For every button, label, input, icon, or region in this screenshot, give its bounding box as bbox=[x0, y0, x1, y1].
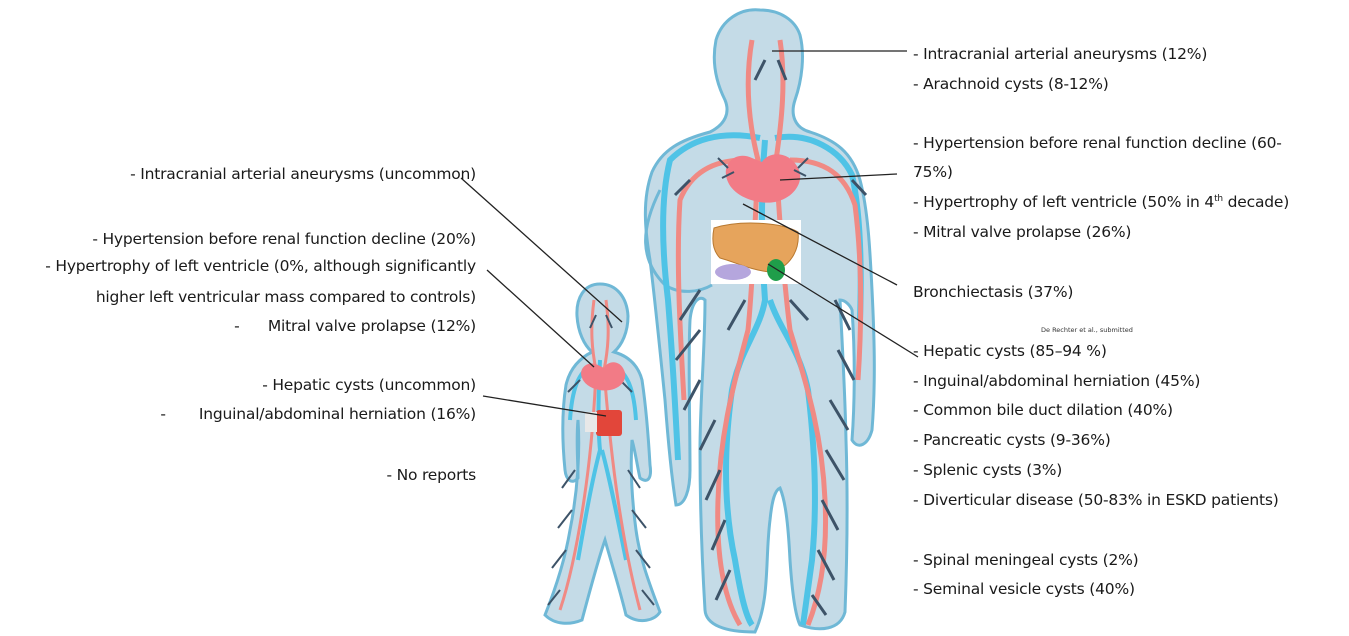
adult-figure bbox=[645, 10, 874, 632]
adult-label-hernia: - Inguinal/abdominal herniation (45%) bbox=[913, 372, 1200, 390]
adult-label-bile-duct: - Common bile duct dilation (40%) bbox=[913, 401, 1173, 419]
child-label-lv-hypertrophy-line1: - Hypertrophy of left ventricle (0%, alt… bbox=[45, 257, 476, 275]
leader-child-aneurysm bbox=[461, 178, 622, 322]
adult-label-spinal: - Spinal meningeal cysts (2%) bbox=[913, 551, 1139, 569]
child-liver bbox=[596, 410, 622, 436]
child-label-hepatic: - Hepatic cysts (uncommon) bbox=[262, 376, 476, 394]
adult-label-lv-hypertrophy: - Hypertrophy of left ventricle (50% in … bbox=[913, 193, 1289, 211]
child-label-lv-hypertrophy-line2: higher left ventricular mass compared to… bbox=[96, 288, 476, 306]
adult-label-mitral: - Mitral valve prolapse (26%) bbox=[913, 223, 1131, 241]
child-label-hernia: - Inguinal/abdominal herniation (16%) bbox=[160, 405, 476, 423]
adult-label-hepatic: - Hepatic cysts (85–94 %) bbox=[913, 342, 1107, 360]
child-abdominal-inset bbox=[585, 412, 597, 432]
child-label-hypertension: - Hypertension before renal function dec… bbox=[92, 230, 476, 248]
adult-label-pancreatic: - Pancreatic cysts (9-36%) bbox=[913, 431, 1111, 449]
adult-spleen bbox=[715, 264, 751, 280]
adult-label-splenic: - Splenic cysts (3%) bbox=[913, 461, 1062, 479]
citation: De Rechter et al., submitted bbox=[1041, 326, 1133, 334]
child-figure bbox=[545, 284, 660, 623]
adult-label-lv-hypertrophy-pre: - Hypertrophy of left ventricle (50% in … bbox=[913, 193, 1214, 211]
child-label-no-reports: - No reports bbox=[386, 466, 476, 484]
child-label-aneurysm: - Intracranial arterial aneurysms (uncom… bbox=[130, 165, 476, 183]
adult-label-diverticular: - Diverticular disease (50-83% in ESKD p… bbox=[913, 491, 1279, 509]
adult-label-hypertension-line2: 75%) bbox=[913, 163, 953, 181]
adult-label-seminal: - Seminal vesicle cysts (40%) bbox=[913, 580, 1135, 598]
adult-label-hypertension-line1: - Hypertension before renal function dec… bbox=[913, 134, 1282, 152]
adult-label-aneurysm: - Intracranial arterial aneurysms (12%) bbox=[913, 45, 1207, 63]
adult-label-arachnoid: - Arachnoid cysts (8-12%) bbox=[913, 75, 1109, 93]
adult-gallbladder bbox=[767, 259, 785, 281]
adult-label-lv-hypertrophy-post: decade) bbox=[1223, 193, 1289, 211]
adult-label-lv-hypertrophy-sup: th bbox=[1214, 194, 1223, 204]
adult-label-bronchiectasis: Bronchiectasis (37%) bbox=[913, 283, 1073, 301]
child-label-mitral: - Mitral valve prolapse (12%) bbox=[234, 317, 476, 335]
